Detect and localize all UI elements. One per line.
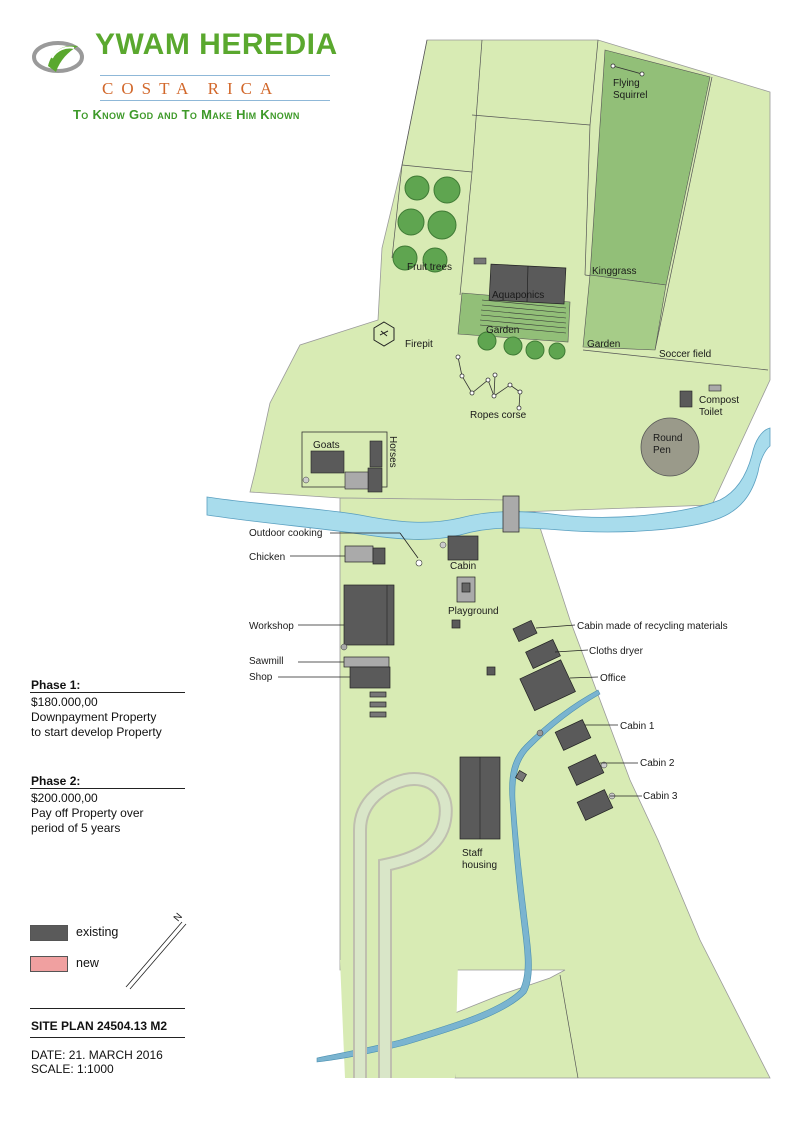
phase-1-desc-2: to start develop Property [31,725,162,739]
field-lines [391,39,769,1079]
zip-line-icon [610,63,645,77]
label-soccer-field: Soccer field [659,349,711,360]
phase-2-title: Phase 2: [31,774,81,788]
round-pen [640,417,700,477]
plan-rule-bottom [30,1037,185,1038]
leader-lines [278,532,642,797]
phase-1-desc-1: Downpayment Property [31,710,157,724]
logo-rule-top [100,75,330,76]
label-round-pen-1: Round [653,433,682,444]
label-garden-right: Garden [587,339,620,350]
label-cabin-1: Cabin 1 [620,721,655,732]
label-flying-squirrel-2: Squirrel [613,90,647,101]
label-flying-squirrel-1: Flying [613,78,640,89]
goats-building [310,450,345,474]
horses-building-2 [367,467,383,493]
label-horses: Horses [387,436,398,468]
creek [316,689,601,1063]
ropes-course-icon [455,354,523,411]
legend-label-existing: existing [76,925,119,939]
bridge [502,495,520,533]
legend-swatch-existing [30,925,68,941]
label-round-pen-2: Pen [653,445,671,456]
compost-bin [708,384,722,392]
label-kinggrass: Kinggrass [592,266,636,277]
label-cabin-recycled: Cabin made of recycling materials [577,621,728,632]
firepit-icon [373,321,395,347]
label-office: Office [600,673,626,684]
label-cloths-dryer: Cloths dryer [589,646,644,657]
plan-title: SITE PLAN 24504.13 M2 [31,1019,168,1033]
label-chicken: Chicken [249,552,285,563]
label-compost-toilet-2: Toilet [699,407,723,418]
label-compost-toilet-1: Compost [699,395,739,406]
label-shop: Shop [249,672,273,683]
phase-1-rule [30,692,185,693]
label-cabin: Cabin [450,561,476,572]
label-staff-housing-1: Staff [462,848,483,859]
label-staff-housing-2: housing [462,860,497,871]
field-kinggrass [582,274,667,351]
label-sawmill: Sawmill [249,656,283,667]
garden-trees [477,331,566,360]
label-aquaponics: Aquaponics [492,290,544,301]
river [206,427,771,540]
compost-toilet-building [679,390,693,408]
label-goats: Goats [313,440,340,451]
label-fruit-trees: Fruit trees [407,262,452,273]
plan-scale: SCALE: 1:1000 [31,1062,114,1076]
label-north: N [172,911,185,924]
phase-1-title: Phase 1: [31,678,81,692]
phase-1-amount: $180.000,00 [31,695,98,709]
horses-building [369,440,383,468]
phase-2-amount: $200.000,00 [31,791,98,805]
label-ropes-course: Ropes corse [470,410,527,421]
north-arrow-icon [125,921,187,990]
small-shed-top [473,257,487,265]
garden-rows [479,299,567,334]
fruit-trees [392,175,461,273]
logo-icon [32,41,84,73]
animal-enclosure [301,431,388,488]
logo-rule-bottom [100,100,330,101]
label-outdoor-cooking: Outdoor cooking [249,528,322,539]
plan-date: DATE: 21. MARCH 2016 [31,1048,163,1062]
legend-swatch-new [30,956,68,972]
plan-rule-top [30,1008,185,1009]
legend-label-new: new [76,956,99,970]
label-workshop: Workshop [249,621,294,632]
logo-tagline: To Know God and To Make Him Known [73,107,300,122]
hay-shed [344,471,369,490]
logo-title: YWAM HEREDIA [95,28,338,61]
label-firepit: Firepit [405,339,433,350]
label-playground: Playground [448,606,499,617]
label-cabin-2: Cabin 2 [640,758,675,769]
label-cabin-3: Cabin 3 [643,791,678,802]
logo-subtitle: COSTA RICA [102,79,281,98]
phase-2-desc-1: Pay off Property over [31,806,144,820]
label-garden-upper: Garden [486,325,519,336]
phase-2-rule [30,788,185,789]
phase-2-desc-2: period of 5 years [31,821,121,835]
